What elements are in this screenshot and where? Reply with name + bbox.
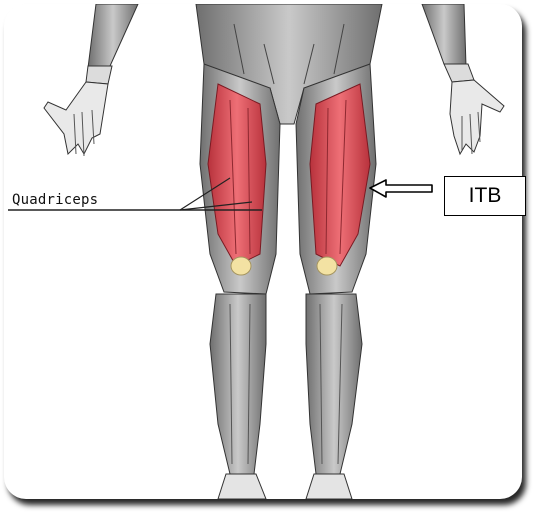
itb-label-box: ITB bbox=[444, 176, 526, 216]
right-kneecap bbox=[317, 257, 337, 275]
left-kneecap bbox=[231, 257, 251, 275]
left-lower-leg bbox=[210, 294, 266, 499]
right-thigh bbox=[296, 64, 376, 294]
quadriceps-label: Quadriceps bbox=[12, 192, 98, 208]
diagram-card: Quadriceps bbox=[4, 4, 522, 499]
itb-arrow-icon bbox=[370, 180, 432, 197]
left-arm bbox=[44, 4, 138, 156]
right-arm bbox=[422, 4, 504, 154]
itb-label: ITB bbox=[469, 184, 502, 208]
right-lower-leg bbox=[306, 294, 362, 499]
leg-anatomy-illustration bbox=[4, 4, 522, 499]
left-thigh bbox=[200, 64, 280, 294]
